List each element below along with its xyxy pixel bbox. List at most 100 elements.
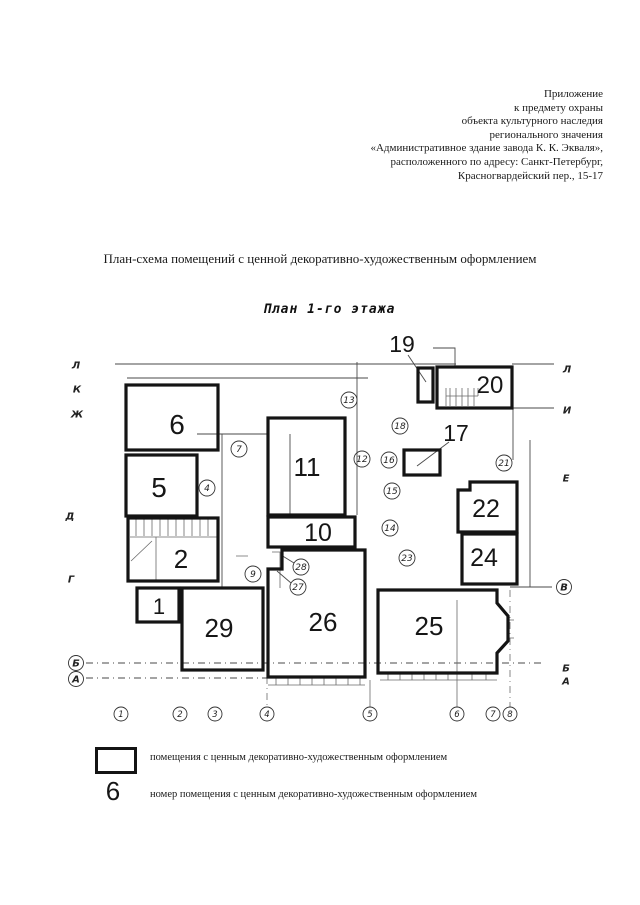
room-25-outline xyxy=(376,588,510,675)
room-2-outline xyxy=(126,516,220,583)
axis-bottom-8-number: 8 xyxy=(507,710,513,720)
circled-room-12-ring xyxy=(353,450,371,468)
axis-right-4-label: Б xyxy=(562,664,570,675)
axis-right-3-ring xyxy=(556,579,572,595)
legend-room-number-symbol: 6 xyxy=(105,776,121,806)
circled-room-9-ring xyxy=(244,565,262,583)
plan-caption: План 1-го этажа xyxy=(263,302,396,317)
axis-left-1-label: К xyxy=(73,385,82,396)
axis-right-5-label: А xyxy=(561,677,570,688)
room-26-outline xyxy=(266,548,367,679)
room-5-outline xyxy=(124,453,199,518)
circled-room-23-number: 23 xyxy=(401,554,413,564)
axis-left-3-label: Д xyxy=(65,512,75,523)
room-22-label: 22 xyxy=(472,495,500,523)
appendix-line: регионального значения xyxy=(489,128,603,141)
axis-bottom-1-number: 1 xyxy=(118,710,123,720)
circled-room-16-ring xyxy=(380,451,398,469)
room-19-outline xyxy=(416,366,435,404)
circled-room-23-ring xyxy=(398,549,416,567)
axis-bottom-4-ring xyxy=(259,706,275,722)
room-29-label: 29 xyxy=(205,613,234,643)
room-24-outline xyxy=(460,532,519,586)
circled-room-14-ring xyxy=(381,519,399,537)
circled-room-18-number: 18 xyxy=(394,422,406,432)
circled-room-16-number: 16 xyxy=(383,456,395,466)
circled-room-28-number: 28 xyxy=(295,563,307,573)
axis-bottom-4-number: 4 xyxy=(264,710,269,720)
circled-room-7-ring xyxy=(230,440,248,458)
axis-bottom-3-number: 3 xyxy=(212,710,217,720)
axis-bottom-5-ring xyxy=(362,706,378,722)
room-25-label: 25 xyxy=(415,611,444,641)
room-22-outline xyxy=(456,480,519,534)
circled-room-9-number: 9 xyxy=(250,570,256,580)
page-title: План-схема помещений с ценной декоративн… xyxy=(103,251,537,266)
axis-bottom-1-ring xyxy=(113,706,129,722)
appendix-line: к предмету охраны xyxy=(514,101,603,114)
room-2-label: 2 xyxy=(174,544,188,574)
appendix-line: Красногвардейский пер., 15-17 xyxy=(457,169,603,182)
appendix-line: расположенного по адресу: Санкт-Петербур… xyxy=(390,155,603,168)
axis-left-5-label: Б xyxy=(72,659,80,670)
axis-left-6-ring xyxy=(68,671,84,687)
legend-number-label: номер помещения с ценным декоративно-худ… xyxy=(150,789,478,800)
circled-room-4-number: 4 xyxy=(204,484,210,494)
axis-right-1-label: И xyxy=(563,406,572,417)
circled-room-28-ring xyxy=(292,558,310,576)
circled-room-27-ring xyxy=(289,578,307,596)
axis-left-0-label: Л xyxy=(71,361,81,372)
room-1-label: 1 xyxy=(153,594,165,619)
circled-room-13-ring xyxy=(340,391,358,409)
circled-room-15-ring xyxy=(383,482,401,500)
axis-right-0-label: Л xyxy=(562,365,572,376)
legend-swatch-label: помещения с ценным декоративно-художеств… xyxy=(150,752,448,763)
axis-bottom-7-number: 7 xyxy=(490,710,496,720)
axis-bottom-6-ring xyxy=(449,706,465,722)
axis-left-2-label: Ж xyxy=(70,410,84,421)
appendix-line: «Административное здание завода К. К. Эк… xyxy=(370,142,603,155)
circled-room-21-number: 21 xyxy=(498,459,509,469)
room-10-label: 10 xyxy=(304,519,332,547)
room-11-label: 11 xyxy=(294,452,321,482)
room-1-outline xyxy=(135,586,181,624)
room-6-outline xyxy=(124,383,220,452)
axis-bottom-5-number: 5 xyxy=(367,710,372,720)
room-29-outline xyxy=(180,586,265,672)
room-5-label: 5 xyxy=(151,472,167,503)
axis-bottom-6-number: 6 xyxy=(454,710,460,720)
axis-left-4-label: Г xyxy=(68,575,75,586)
circled-room-4-ring xyxy=(198,479,216,497)
room-19-label: 19 xyxy=(389,331,415,357)
axis-bottom-8-ring xyxy=(502,706,518,722)
axis-left-6-label: А xyxy=(71,675,80,686)
room-17-outline xyxy=(402,448,442,477)
axis-bottom-7-ring xyxy=(485,706,501,722)
room-24-label: 24 xyxy=(470,544,498,572)
circled-room-7-number: 7 xyxy=(236,445,242,455)
room-26-label: 26 xyxy=(309,607,338,637)
appendix-header: Приложение к предмету охраны объекта кул… xyxy=(273,88,603,183)
circled-room-27-number: 27 xyxy=(292,583,304,593)
axis-right-3-label: В xyxy=(560,583,568,594)
plan-thin-lines xyxy=(86,347,554,707)
room-20-outline xyxy=(435,365,514,410)
room-10-outline xyxy=(266,515,357,549)
axis-left-5-ring xyxy=(68,655,84,671)
legend-valuable-room-swatch xyxy=(95,747,137,774)
room-11-outline xyxy=(266,416,347,517)
axis-bottom-2-number: 2 xyxy=(177,710,182,720)
circled-room-15-number: 15 xyxy=(386,487,398,497)
axis-bottom-3-ring xyxy=(207,706,223,722)
room-20-label: 20 xyxy=(477,372,504,399)
circled-room-18-ring xyxy=(391,417,409,435)
circled-room-21-ring xyxy=(495,454,513,472)
axis-bottom-2-ring xyxy=(172,706,188,722)
room-6-label: 6 xyxy=(169,409,185,440)
room-17-label: 17 xyxy=(443,420,469,446)
